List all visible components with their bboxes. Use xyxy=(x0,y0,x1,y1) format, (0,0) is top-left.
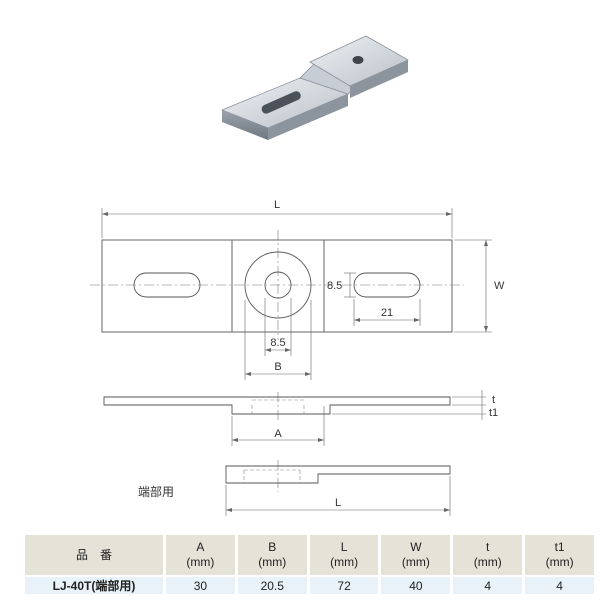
header-L: L(mm) xyxy=(309,535,379,575)
cell-B: 20.5 xyxy=(237,577,307,594)
round-hole-photo xyxy=(352,56,364,64)
product-photo xyxy=(220,35,409,140)
side-view-outline xyxy=(103,396,451,415)
label-A: A xyxy=(274,428,282,440)
label-B: B xyxy=(274,361,281,373)
label-21: 21 xyxy=(381,307,393,319)
label-L: L xyxy=(274,199,280,211)
cell-t1: 4 xyxy=(525,577,594,594)
header-part-number: 品 番 xyxy=(25,535,163,575)
lower-plate-edge xyxy=(222,110,268,140)
header-A: A(mm) xyxy=(166,535,235,575)
label-t1: t1 xyxy=(489,407,498,419)
side-view-hidden-lines xyxy=(251,399,305,414)
top-view-outline xyxy=(101,239,453,333)
label-85-v: 8.5 xyxy=(327,280,342,292)
table-row: LJ-40T(端部用) 30 20.5 72 40 4 4 xyxy=(25,577,594,594)
header-t1: t1(mm) xyxy=(525,535,594,575)
lower-plate-side xyxy=(268,94,348,140)
label-85-h: 8.5 xyxy=(270,337,285,349)
end-type-label: 端部用 xyxy=(138,485,175,499)
label-W: W xyxy=(494,280,505,292)
label-t: t xyxy=(492,394,495,406)
upper-plate-side xyxy=(350,60,408,98)
cell-L: 72 xyxy=(309,577,379,594)
spec-table: 品 番 A(mm) B(mm) L(mm) W(mm) t(mm) t1(mm)… xyxy=(22,533,597,596)
slot-hole-photo xyxy=(261,91,301,114)
cell-A: 30 xyxy=(166,577,235,594)
header-W: W(mm) xyxy=(381,535,451,575)
header-t: t(mm) xyxy=(453,535,523,575)
end-view-hidden-lines xyxy=(243,469,301,483)
end-view-outline xyxy=(225,465,451,484)
cell-part-number: LJ-40T(端部用) xyxy=(25,577,163,594)
technical-drawing: L W 8.5 21 8.5 B A t t1 L xyxy=(90,199,505,516)
table-header-row: 品 番 A(mm) B(mm) L(mm) W(mm) t(mm) t1(mm) xyxy=(25,535,594,575)
cell-W: 40 xyxy=(381,577,451,594)
header-B: B(mm) xyxy=(237,535,307,575)
cell-t: 4 xyxy=(453,577,523,594)
label-L-bottom: L xyxy=(335,497,341,509)
